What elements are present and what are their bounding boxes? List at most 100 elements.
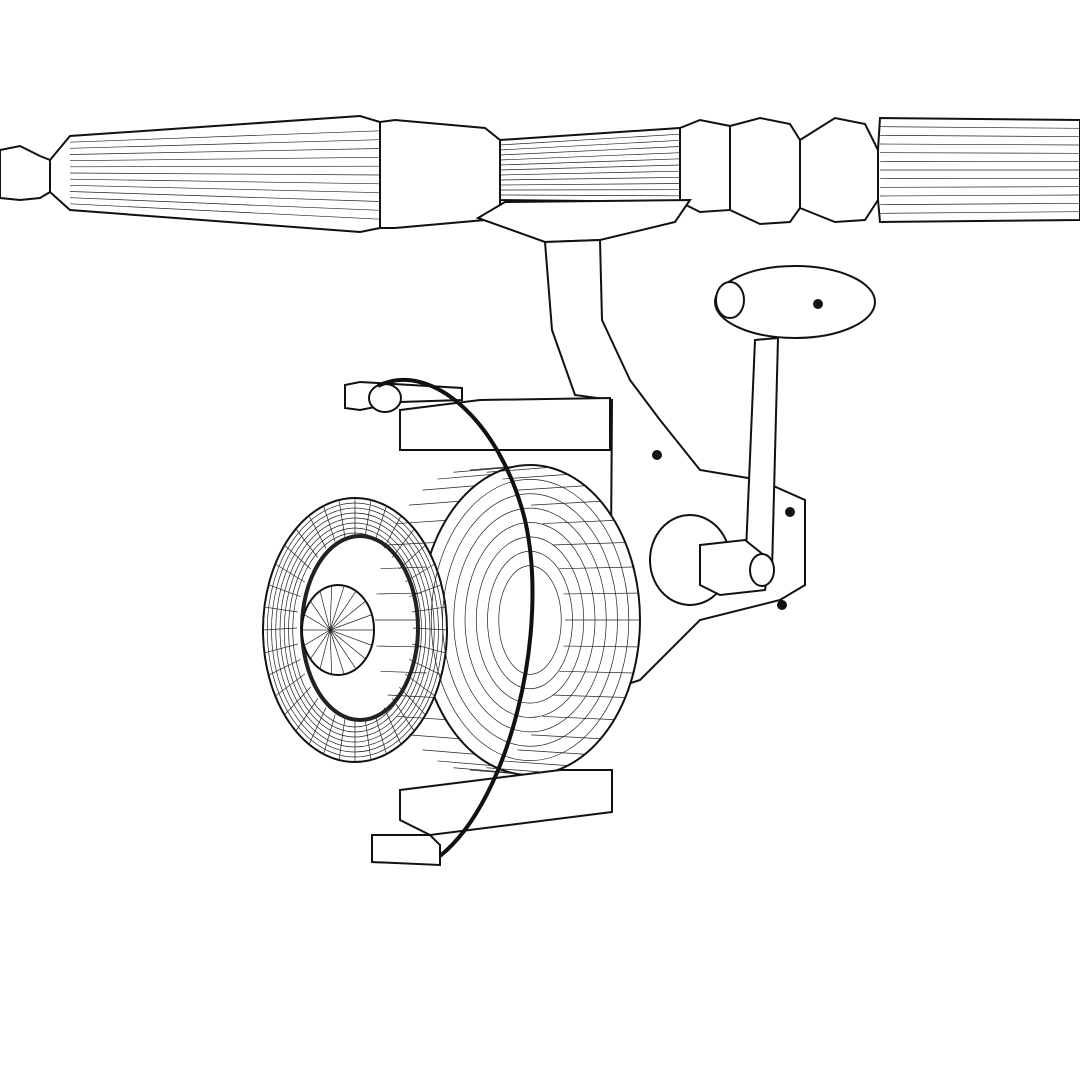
wire-line [879,126,1080,129]
wire-line [499,176,681,181]
wire-line [69,172,381,176]
rod-tip [0,144,51,202]
rod-ring-2 [729,116,801,226]
wire-line [502,473,568,480]
hub-wire-lines [302,585,374,675]
wire-line [437,473,493,480]
wire-line [387,542,435,546]
wire-line [486,467,550,473]
wire-line [268,659,301,676]
wire-line [517,485,586,491]
wire-line [69,130,381,143]
wire-line [542,520,615,524]
screw-dot [777,600,787,610]
wire-line [329,629,345,675]
wire-line [264,606,298,613]
wire-line [374,714,387,755]
wire-line [499,139,681,151]
wire-line [397,716,446,720]
wire-line [69,178,381,185]
wire-line [499,183,681,186]
wire-line [69,139,381,149]
wire-line [329,629,333,675]
bail-wire [377,378,535,858]
wire-line [559,566,634,570]
wire-line [308,707,327,745]
handle-knob-cap [715,281,745,319]
wire-line [69,165,381,168]
wire-line [295,528,318,558]
wire-line [563,592,639,595]
screw-dot [813,299,823,309]
wire-line [364,718,372,761]
wire-line [310,629,331,660]
wire-line [879,152,1080,154]
wire-line [879,143,1080,146]
wire-line [453,467,511,473]
wire-line [469,464,531,471]
wire-line [559,670,634,674]
wire-line [69,148,381,155]
rod [0,114,1080,234]
wire-line [69,191,381,202]
wire-line [329,614,372,631]
wire-line [879,211,1080,214]
wire-line [380,670,427,674]
wire-line [391,698,415,732]
wire-line [69,197,381,211]
wire-line [453,767,511,773]
wire-line [879,202,1080,206]
wire-line [319,629,331,670]
wire-line [303,614,331,631]
wire-line [531,500,601,506]
wire-line [408,734,460,740]
wire-line [374,505,387,542]
wire-line [879,186,1080,188]
wire-line [329,600,366,631]
wire-line [879,134,1080,138]
wire-line [319,590,331,631]
wire-line [284,544,311,570]
wire-line [552,542,626,546]
wire-line [323,505,336,542]
wire-line [499,170,681,176]
wire-line [284,686,311,716]
wire-line [69,184,381,194]
wire-line [376,645,422,648]
wire-line [437,760,493,767]
wire-line [499,152,681,161]
wire-line [502,760,568,767]
wire-line [338,718,346,761]
wire-line [338,499,346,538]
wire-line [563,645,639,648]
rod-wire-lines [69,126,1080,220]
wire-line [422,749,476,755]
wire-line [268,584,301,597]
wire-line [408,500,460,506]
wire-line [275,563,305,583]
handle-arm [743,336,780,577]
wire-line [295,698,319,732]
wire-line [499,194,681,197]
wire-line [69,156,381,162]
wire-line [262,627,298,631]
bail-tab [371,834,441,867]
wire-line [499,164,681,171]
wire-line [329,629,366,660]
wire-line [397,520,446,524]
wire-line [364,499,372,538]
wire-line [383,515,402,549]
wire-line [329,585,345,631]
wire-line [275,673,305,697]
rod-ring-1 [679,118,731,214]
wire-line [552,694,626,698]
screw-dot [785,507,795,517]
wire-line [383,707,402,745]
wire-line [387,694,435,698]
wire-line [264,643,298,654]
wire-line [499,133,681,146]
wire-line [517,749,586,755]
wire-line [531,734,601,740]
reel-foot [475,198,692,244]
rod-ring-3 [799,116,879,224]
